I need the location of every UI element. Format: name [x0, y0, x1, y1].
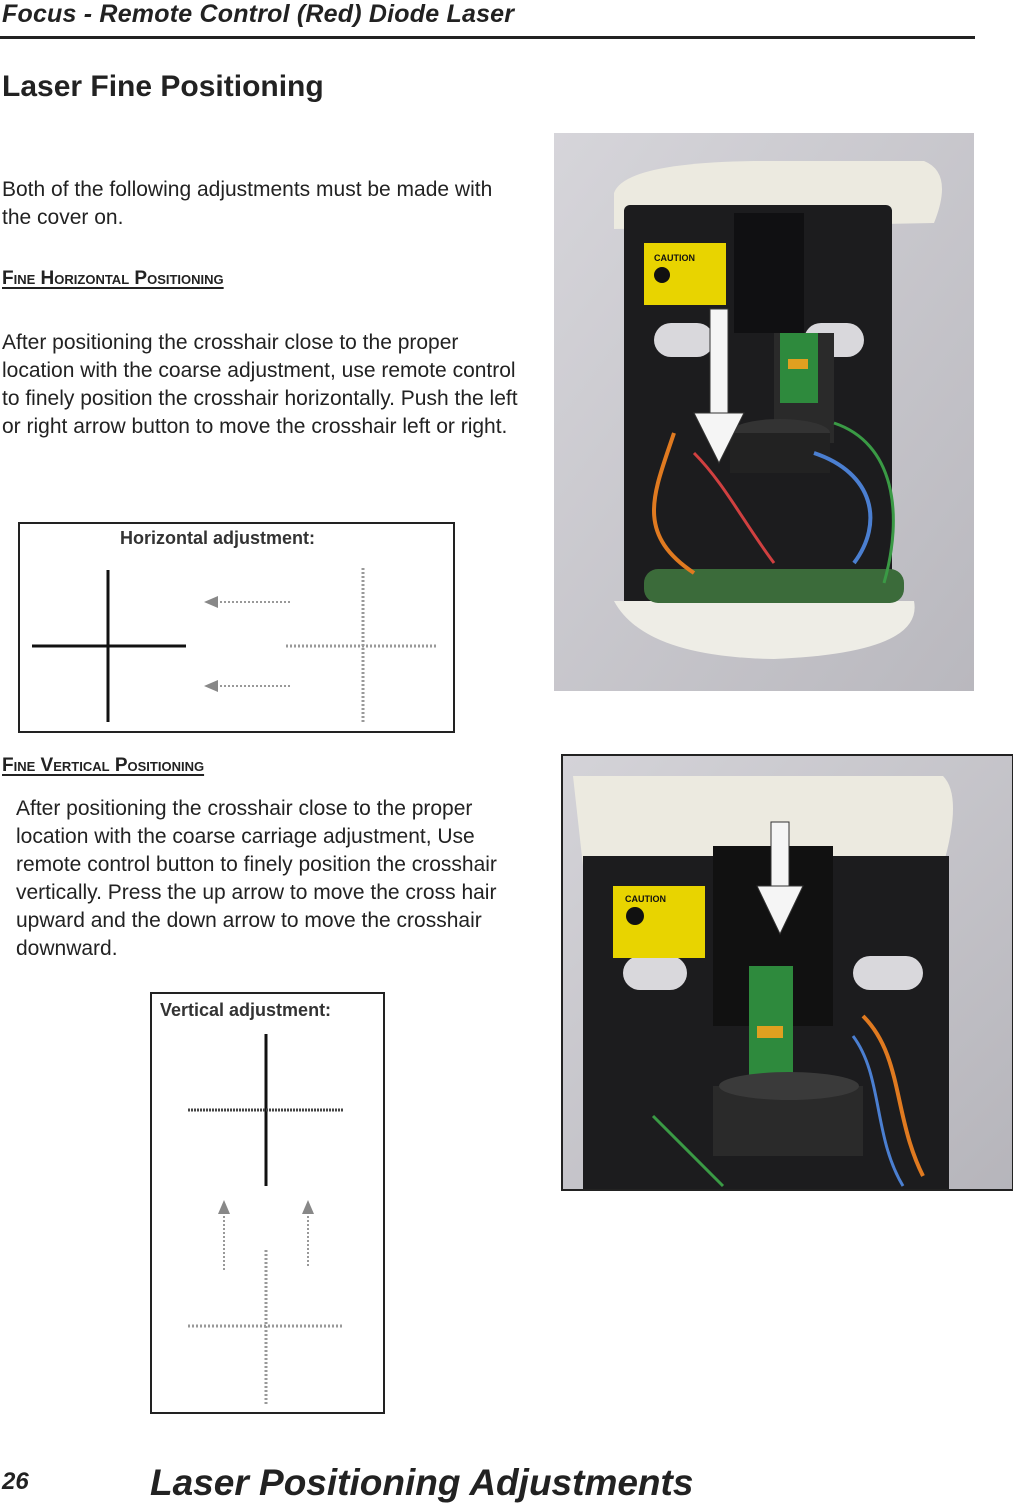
footer-title: Laser Positioning Adjustments [150, 1462, 694, 1503]
header-rule [0, 36, 975, 39]
up-arrow-head-right [302, 1200, 314, 1214]
caution-label-text: CAUTION [654, 253, 695, 263]
device-photo-vertical: CAUTION [561, 754, 1013, 1191]
horizontal-heading: Fine Horizontal Positioning [2, 268, 224, 289]
vertical-adjustment-figure: Vertical adjustment: [150, 992, 385, 1414]
vertical-heading: Fine Vertical Positioning [2, 755, 205, 776]
section-title: Laser Fine Positioning [2, 70, 324, 103]
left-arrow-head-bottom [204, 680, 218, 692]
horizontal-diagram [32, 568, 438, 722]
left-arrow-head-top [204, 596, 218, 608]
horizontal-adjustment-figure: Horizontal adjustment: [18, 522, 455, 733]
intro-paragraph: Both of the following adjustments must b… [2, 178, 493, 229]
horizontal-paragraph: After positioning the crosshair close to… [2, 331, 518, 438]
device-photo-horizontal: CAUTION [554, 133, 974, 691]
device-photo-vertical-illustration: CAUTION [563, 756, 1012, 1189]
horizontal-figure-title: Horizontal adjustment: [120, 528, 316, 548]
caution-label-text: CAUTION [625, 894, 666, 904]
device-photo-horizontal-illustration: CAUTION [554, 133, 974, 691]
vertical-paragraph: After positioning the crosshair close to… [16, 797, 497, 960]
page-number: 26 [2, 1468, 29, 1495]
vertical-figure-title: Vertical adjustment: [160, 1000, 332, 1020]
page-header-title: Focus - Remote Control (Red) Diode Laser [2, 0, 515, 28]
vertical-diagram [188, 1034, 344, 1404]
up-arrow-head-left [218, 1200, 230, 1214]
